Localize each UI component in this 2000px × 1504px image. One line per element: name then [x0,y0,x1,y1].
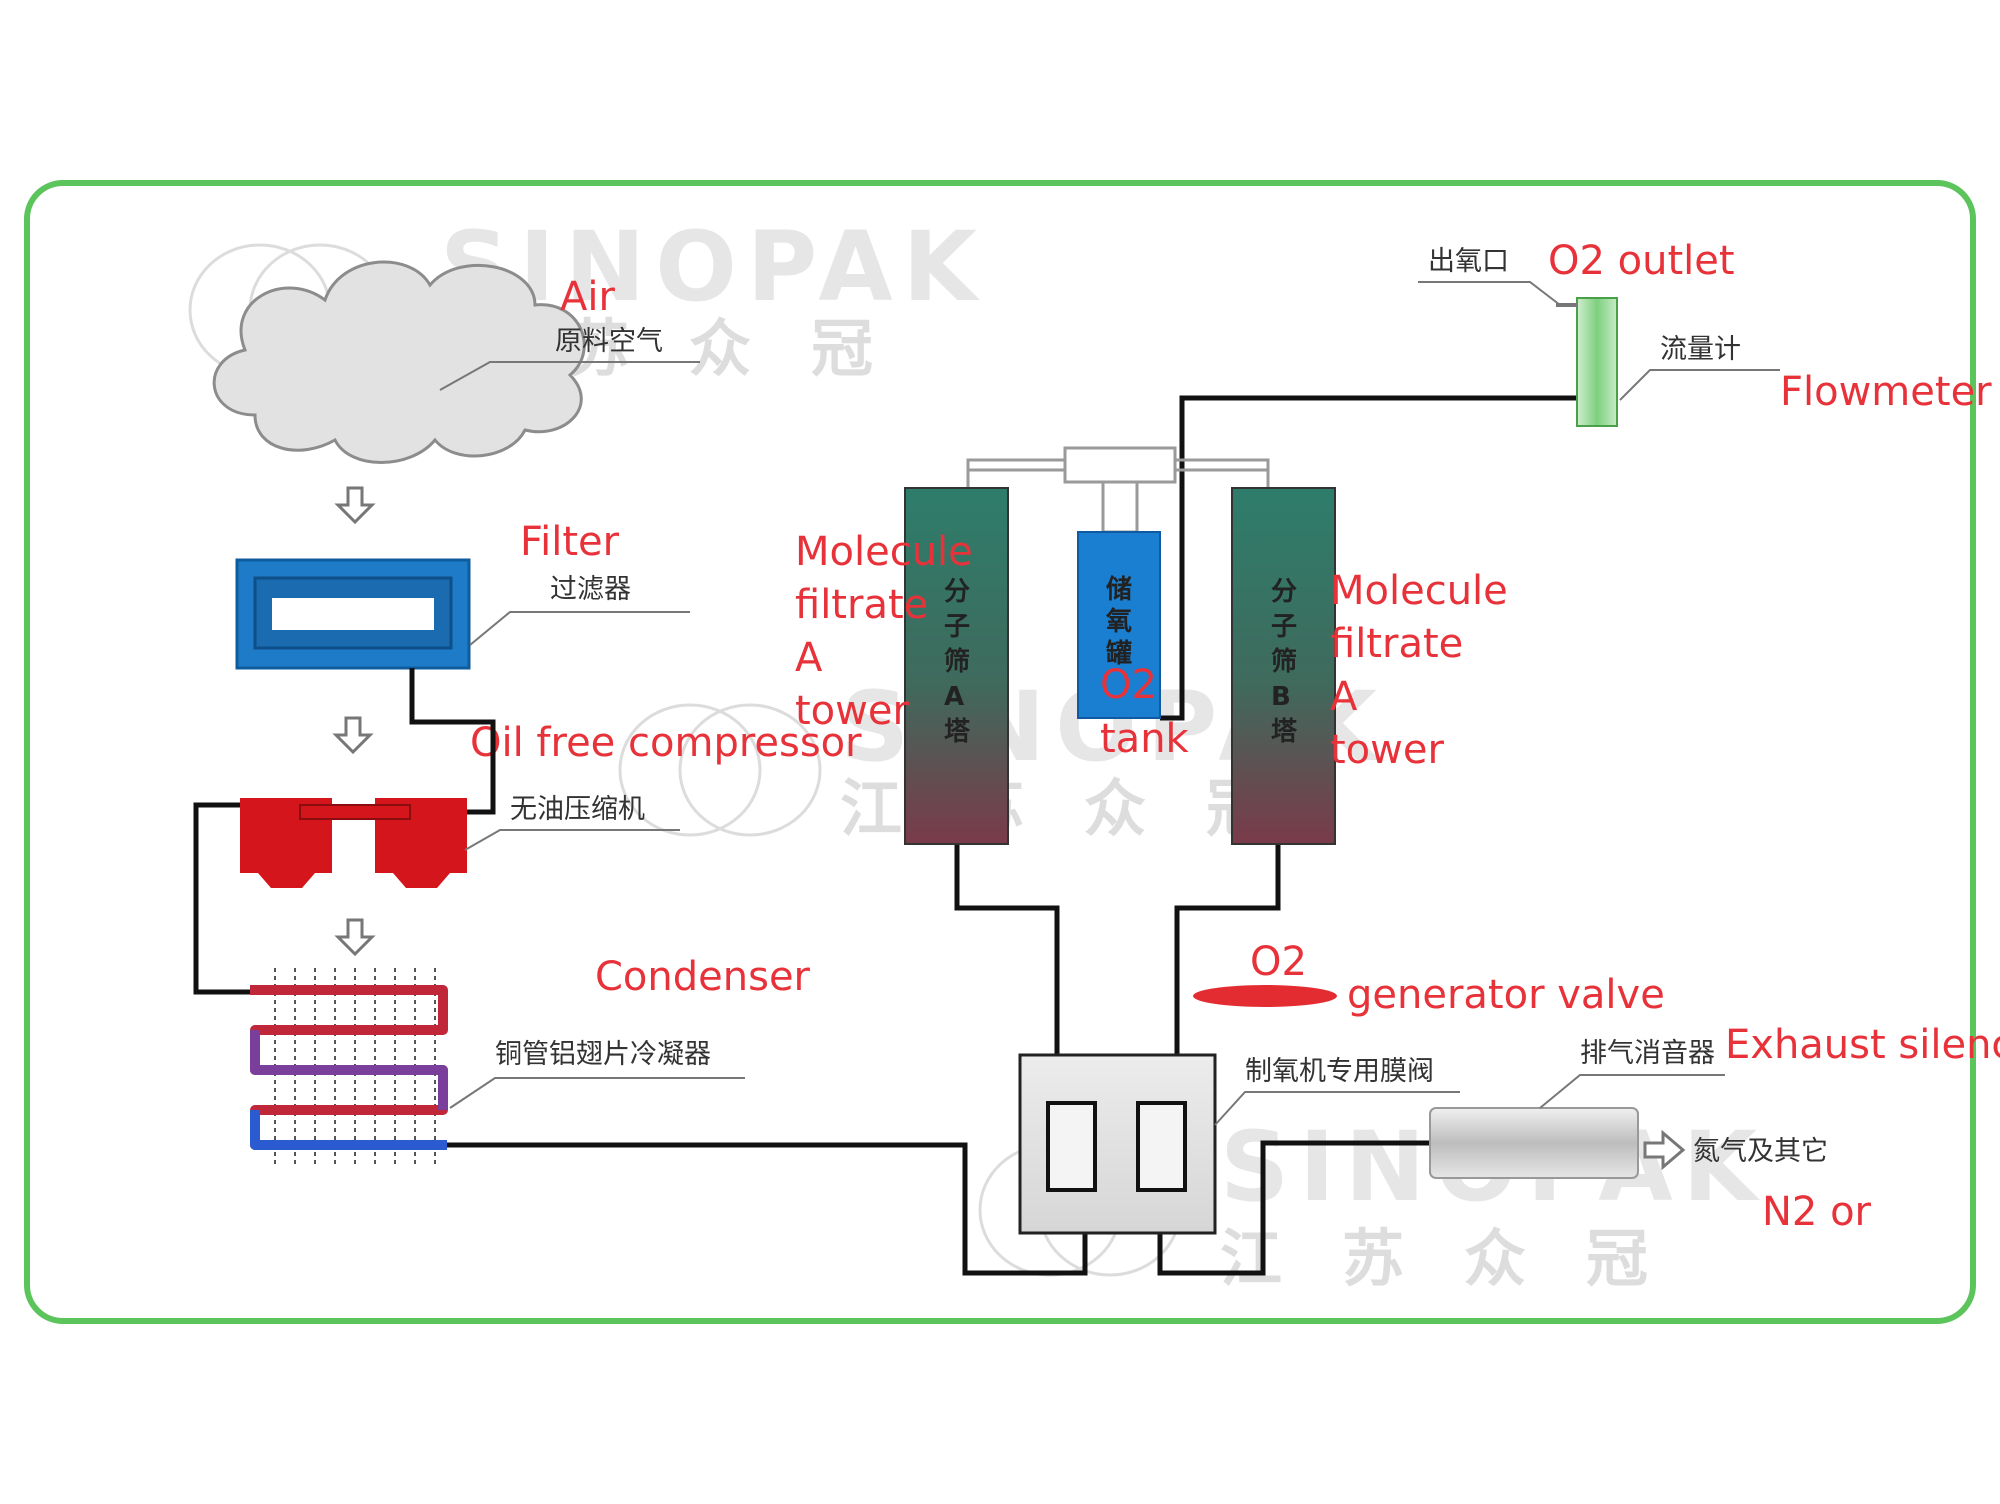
tank-cn-char: 罐 [1106,638,1132,669]
tower-b-cn-char: 塔 [1271,717,1298,747]
arrow-down-icon [332,716,374,755]
tower-a-cn-char: 分 [944,577,970,607]
outlet-label-en: O2 outlet [1548,238,1735,284]
filter-unit [235,558,471,670]
valve-label-cn: 制氧机专用膜阀 [1245,1056,1434,1087]
filter-leader-line [469,611,690,646]
watermark-top: SINOPAK 江苏众冠 [188,211,977,385]
compressor-label-cn: 无油压缩机 [510,794,645,825]
flowmeter [1556,297,1618,427]
valve-leader-line [1214,1091,1460,1126]
tower-b-label-en-1: Molecule [1330,568,1508,614]
compressor-unit [240,798,467,888]
tower-a-cn-char: 塔 [944,717,971,747]
oxygen-storage-tank [1077,531,1161,719]
valve-label-en-1: O2 [1250,939,1307,985]
arrow-down-icon [334,486,376,525]
tower-a-label-en-3: A [795,635,823,681]
molecular-sieve-tower-b [1231,487,1336,845]
arrow-right-icon [1643,1129,1686,1171]
flowmeter-label-cn: 流量计 [1660,334,1741,365]
tank-label-en-2: tank [1100,716,1190,762]
exhaust-silencer [1429,1107,1639,1179]
compressor-label-en: Oil free compressor [470,720,862,766]
tank-label-en-1: O2 [1100,662,1157,708]
silencer-label-en: Exhaust silence [1725,1022,2000,1068]
flowmeter-label-en: Flowmeter [1780,369,1992,415]
tower-a-label-en-2: filtrate [795,582,928,628]
watermark-brand-cn: 江苏众冠 [1220,1222,1708,1295]
condenser-label-en: Condenser [595,954,811,1000]
tower-a-label-en-1: Molecule [795,529,973,575]
scribble-mark [1193,985,1337,1007]
tank-cn-char: 氧 [1105,607,1132,637]
air-label-cn: 原料空气 [555,326,663,357]
air-label-en: Air [560,274,615,320]
tower-b-label-en-4: tower [1330,727,1444,773]
air-leader-line [439,361,700,391]
valve-label-en-2: generator valve [1347,972,1665,1018]
tower-b-cn-char: 筛 [1271,646,1297,677]
tower-b-cn-char: 分 [1271,577,1297,607]
condenser-coil [250,968,448,1168]
tower-b-label-en-2: filtrate [1330,621,1463,667]
process-pipes [193,395,1577,1276]
silencer-label-cn: 排气消音器 [1580,1038,1715,1069]
filter-label-en: Filter [520,519,620,565]
tank-cn-char: 储 [1106,574,1132,605]
silencer-leader-line [1539,1074,1725,1109]
arrow-down-icon [334,918,376,957]
tower-a-cn-char: 筛 [944,646,970,677]
filter-label-cn: 过滤器 [550,574,631,605]
manifold-tee [1063,446,1177,534]
diagram-frame [24,180,1976,1324]
condenser-leader-line [449,1077,745,1109]
tower-b-cn-char: 子 [1271,612,1297,642]
outlet-label-cn: 出氧口 [1428,246,1509,277]
tower-a-cn-char: 子 [944,612,970,642]
compressor-leader-line [464,829,680,851]
outlet-leader-line [1418,281,1561,306]
molecular-sieve-tower-a [904,487,1009,845]
n2-label-en: N2 or [1762,1189,1872,1235]
tower-b-cn-char: B [1271,682,1291,712]
flowmeter-leader-line [1619,369,1780,401]
generator-valve [1018,1053,1217,1235]
tower-a-label-en-4: tower [795,688,909,734]
n2-label-cn: 氮气及其它 [1693,1136,1828,1167]
air-cloud [212,260,586,464]
tower-b-label-en-3: A [1330,674,1358,720]
condenser-label-cn: 铜管铝翅片冷凝器 [495,1039,711,1070]
tower-a-cn-char: A [944,682,964,712]
